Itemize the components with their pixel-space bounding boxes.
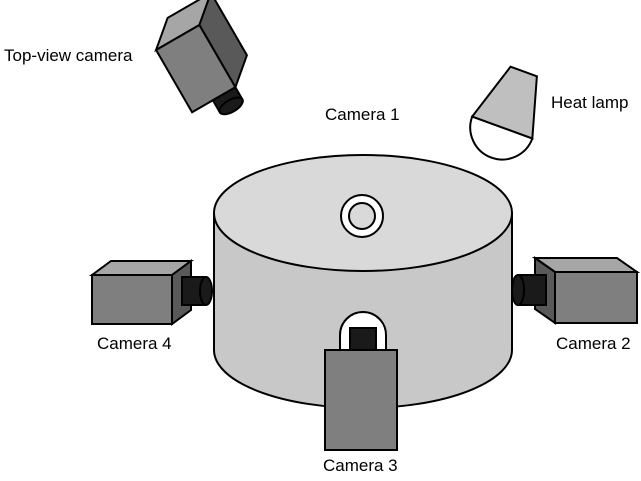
label-camera-4: Camera 4 (97, 334, 172, 353)
top-port-inner (348, 202, 376, 230)
camera-3-icon (324, 311, 398, 451)
camera-4-icon (88, 259, 213, 326)
heat-lamp-icon (469, 65, 538, 161)
camera-2-icon (511, 256, 641, 325)
label-camera-1: Camera 1 (325, 105, 400, 124)
label-camera-2: Camera 2 (556, 334, 631, 353)
top-view-camera-icon (154, 0, 249, 116)
label-top-view-camera: Top-view camera (4, 46, 133, 65)
label-heat-lamp: Heat lamp (551, 93, 628, 112)
cylinder-arena (213, 154, 513, 409)
label-camera-3: Camera 3 (323, 456, 398, 475)
